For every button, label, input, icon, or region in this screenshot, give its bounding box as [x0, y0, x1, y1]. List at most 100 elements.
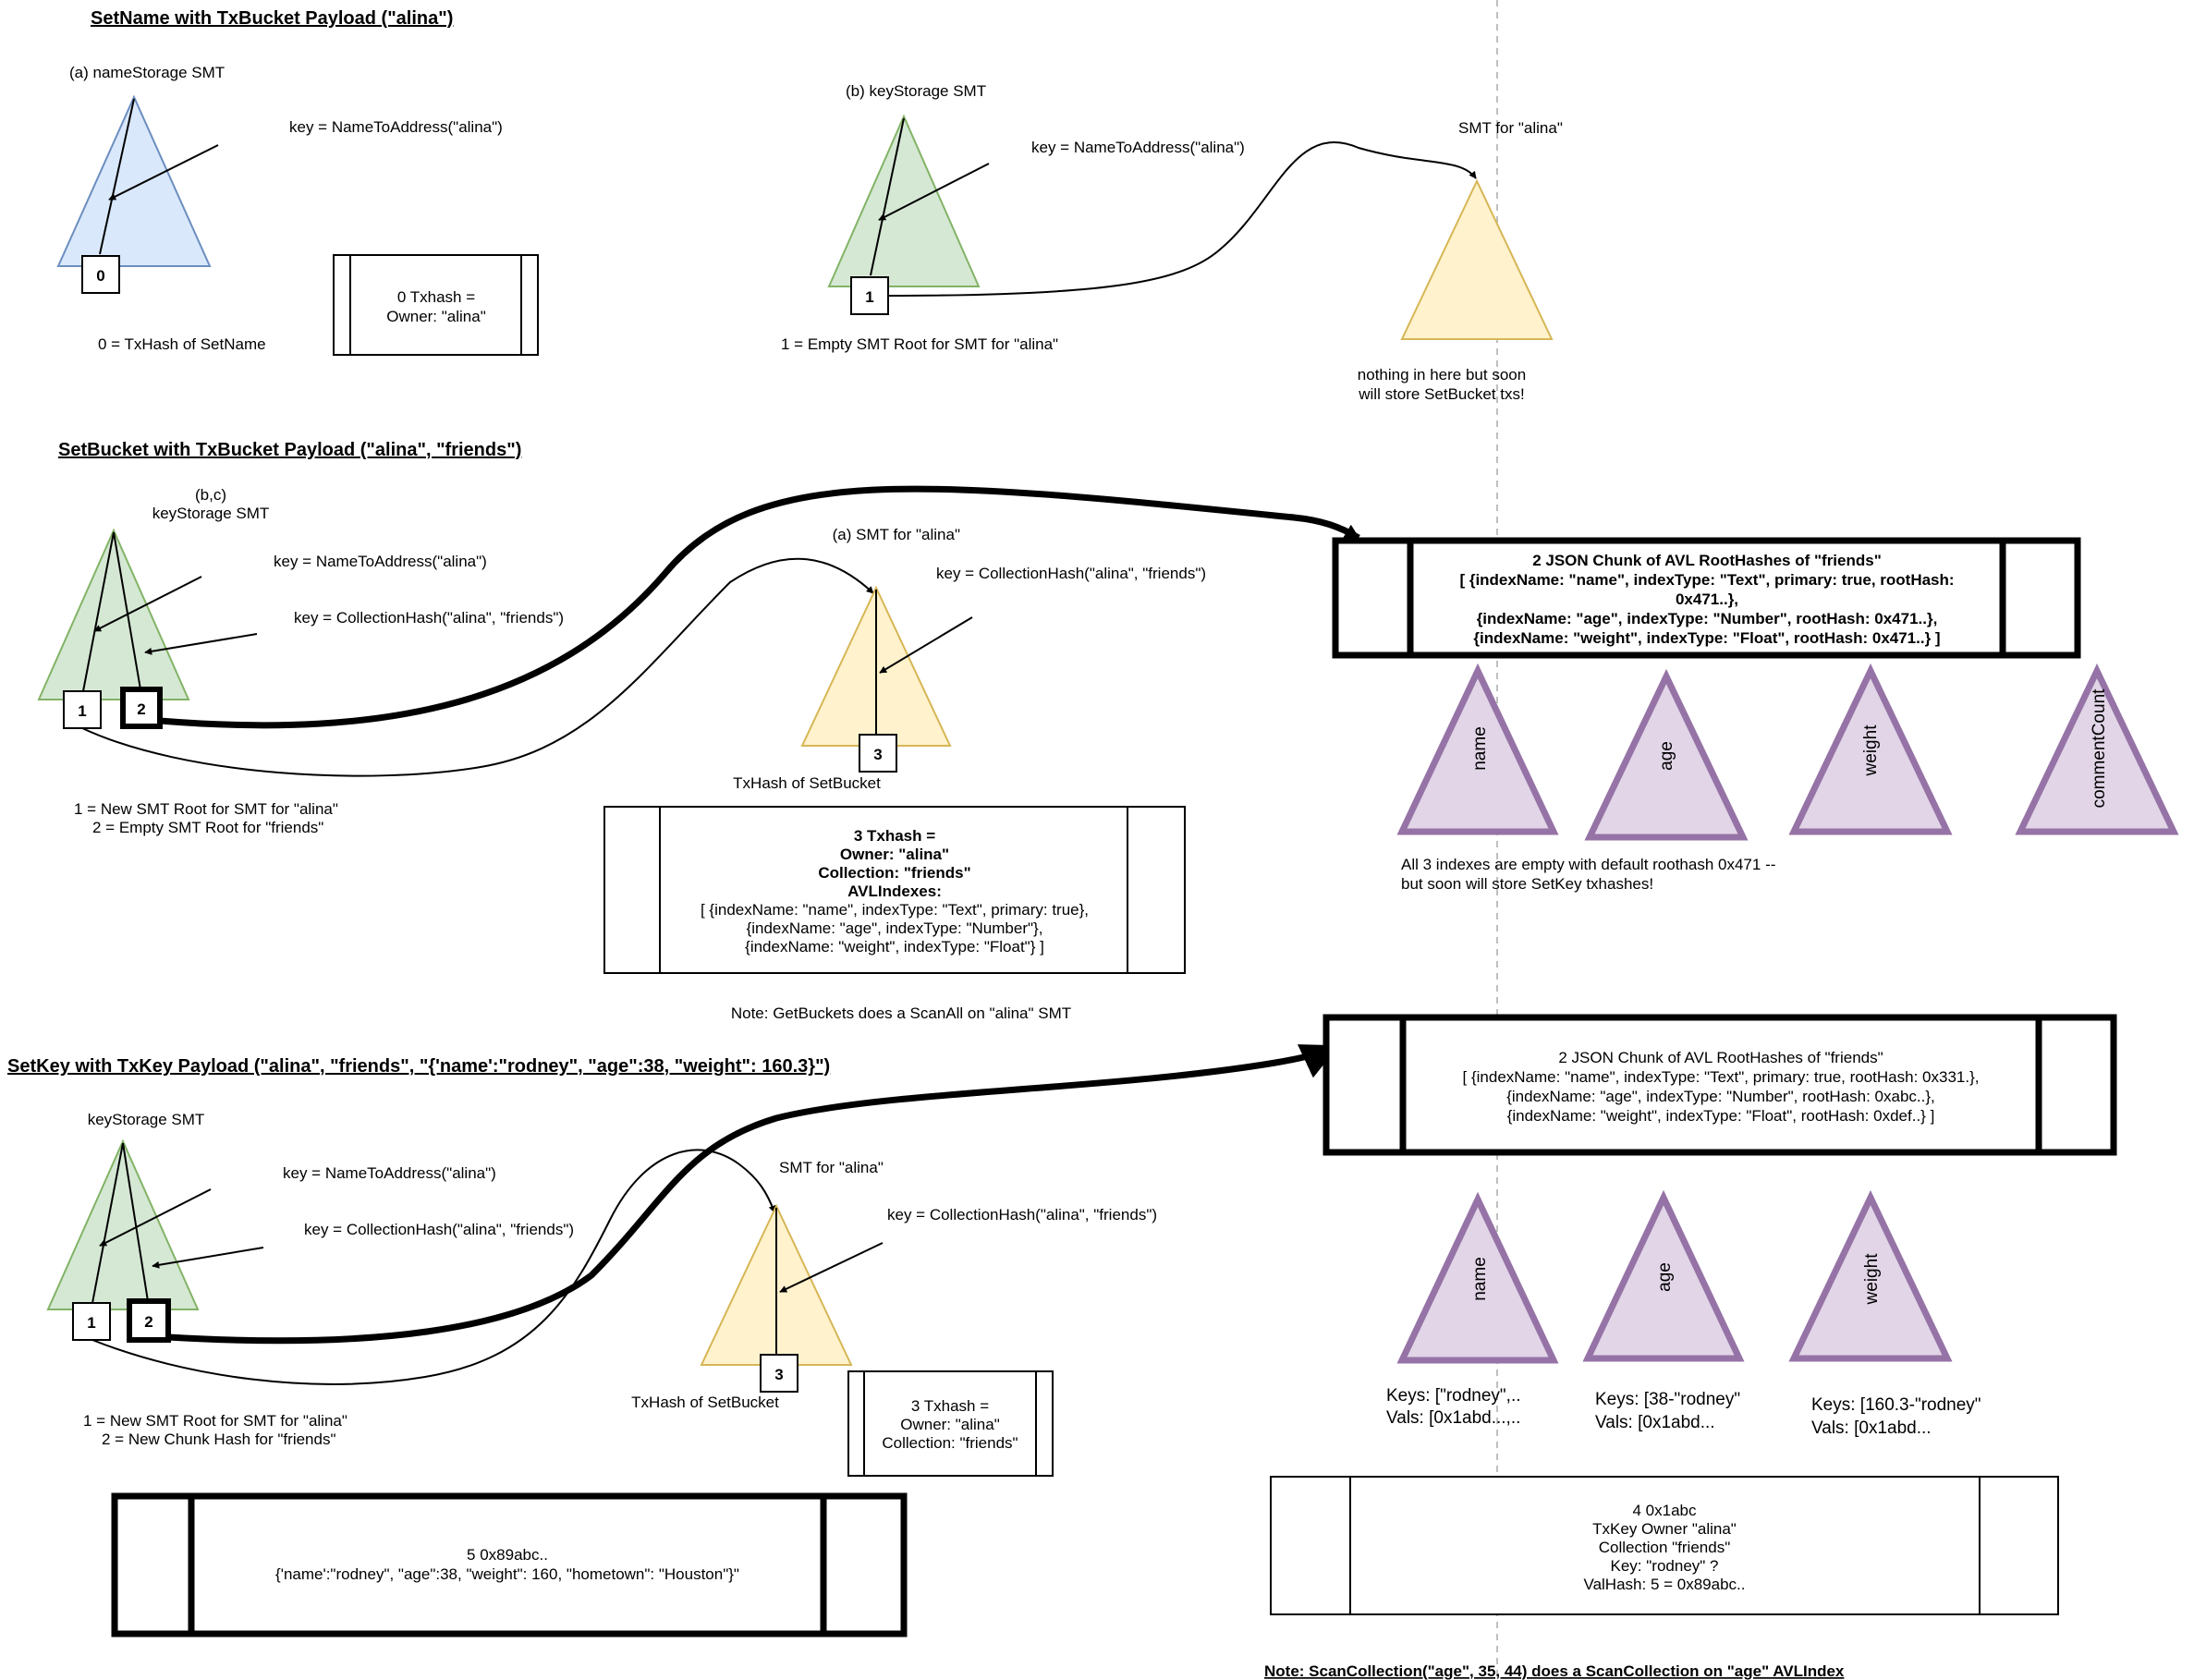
txhash-setbucket-label: TxHash of SetBucket [631, 1394, 779, 1411]
bc-label: (b,c) [195, 486, 226, 504]
tree-path-line [113, 531, 141, 690]
getbuckets-note: Note: GetBuckets does a ScanAll on "alin… [731, 1004, 1071, 1022]
tx-box-line: 3 Txhash = [854, 827, 935, 845]
empty-indexes-note: but soon will store SetKey txhashes! [1401, 875, 1653, 893]
txkey-line: ValHash: 5 = 0x89abc.. [1584, 1576, 1746, 1593]
node-note: 1 = New SMT Root for SMT for "alina" [83, 1412, 347, 1430]
heading-setname: SetName with TxBucket Payload ("alina") [91, 8, 453, 29]
txkey-line: 4 0x1abc [1633, 1502, 1697, 1519]
node-1 [850, 276, 889, 315]
name-storage-triangle [56, 94, 212, 267]
node-3-label: 3 [873, 746, 882, 763]
key-name-label: key = NameToAddress("alina") [283, 1164, 496, 1182]
node-2-label: 2 [144, 1313, 152, 1331]
nothing-note: nothing in here but soon [1358, 366, 1526, 383]
key-storage-label: keyStorage SMT [88, 1111, 205, 1128]
key-storage-triangle [46, 1138, 200, 1310]
tree-path-line [122, 1142, 149, 1302]
node-1 [72, 1302, 111, 1341]
alina-smt-triangle [1400, 178, 1554, 340]
key-collection-label: key = CollectionHash("alina", "friends") [887, 1206, 1157, 1223]
key-storage-triangle [827, 114, 981, 287]
heading-setbucket: SetBucket with TxBucket Payload ("alina"… [58, 440, 521, 460]
tree-path-line [82, 531, 115, 692]
avl-index-label: age [1655, 1262, 1675, 1292]
key-collection-label: key = CollectionHash("alina", "friends") [304, 1221, 574, 1238]
chunk-line: {indexName: "age", indexType: "Number", … [1506, 1088, 1935, 1105]
vals-name-label: Vals: [0x1abd...,.. [1386, 1408, 1520, 1428]
key-name-label: key = NameToAddress("alina") [1031, 139, 1245, 156]
curve-arrow-to-alina-smt [887, 141, 1477, 297]
avl-index-triangle-name [1396, 1191, 1559, 1364]
tx-box-line: Owner: "alina" [386, 308, 486, 325]
node-note: 1 = New SMT Root for SMT for "alina" [74, 800, 338, 818]
chunk-line: 2 JSON Chunk of AVL RootHashes of "frien… [1532, 552, 1882, 569]
key-storage-label: (b) keyStorage SMT [846, 82, 986, 100]
node-note: 2 = Empty SMT Root for "friends" [92, 819, 323, 836]
tx-box-line: 3 Txhash = [911, 1397, 989, 1415]
tx-box-line: Owner: "alina" [840, 846, 949, 863]
avl-index-label: name [1470, 1257, 1490, 1301]
tx-box-line: Collection: "friends" [882, 1434, 1018, 1452]
key-name-label: key = NameToAddress("alina") [289, 118, 503, 136]
key-arrow [878, 163, 990, 221]
heading-setkey: SetKey with TxKey Payload ("alina", "fri… [7, 1056, 830, 1077]
node-2-label: 2 [137, 700, 145, 718]
empty-root-note: 1 = Empty SMT Root for SMT for "alina" [781, 335, 1058, 353]
avl-index-triangle-weight [1788, 663, 1953, 835]
node-1-label: 1 [78, 702, 86, 720]
avl-index-triangle-age [1584, 668, 1749, 841]
scan-collection-note: Note: ScanCollection("age", 35, 44) does… [1264, 1662, 1845, 1680]
tx-box-setname [333, 254, 539, 356]
tree-path-line [99, 98, 135, 255]
nothing-note: will store SetBucket txs! [1358, 385, 1525, 403]
chunk-line: 0x471..}, [1676, 590, 1738, 608]
node-1-label: 1 [865, 288, 873, 306]
smt-alina-label: (a) SMT for "alina" [833, 526, 960, 543]
thick-arrow-to-chunk [167, 1043, 1339, 1345]
keys-name-label: Keys: ["rodney",.. [1386, 1386, 1521, 1406]
node-2 [120, 687, 163, 729]
txhash-setname-note: 0 = TxHash of SetName [98, 335, 266, 353]
avl-index-label: weight [1862, 1253, 1882, 1306]
avl-index-label: commentCount [2090, 688, 2109, 809]
avl-index-triangle-name [1396, 663, 1559, 835]
chunk-line: {indexName: "weight", indexType: "Float"… [1507, 1107, 1935, 1125]
tree-path-line [91, 1142, 124, 1304]
chunk-line: [ {indexName: "name", indexType: "Text",… [1463, 1068, 1980, 1086]
key-name-label: key = NameToAddress("alina") [274, 553, 487, 570]
key-arrow [144, 633, 258, 655]
data-chunk-box [111, 1492, 908, 1637]
node-0-label: 0 [96, 267, 104, 285]
tx-box-line: [ {indexName: "name", indexType: "Text",… [701, 901, 1089, 919]
avl-index-triangle-commentcount [2015, 663, 2179, 835]
tx-box-line: Collection: "friends" [818, 864, 970, 882]
key-collection-label: key = CollectionHash("alina", "friends") [936, 565, 1206, 582]
txhash-setbucket-label: TxHash of SetBucket [733, 774, 881, 792]
txkey-line: Key: "rodney" ? [1611, 1557, 1719, 1575]
avl-index-triangle-weight [1788, 1189, 1953, 1362]
data-chunk-line: 5 0x89abc.. [467, 1546, 548, 1564]
tx-box-line: Owner: "alina" [900, 1416, 1000, 1433]
empty-indexes-note: All 3 indexes are empty with default roo… [1401, 856, 1775, 873]
txkey-line: TxKey Owner "alina" [1592, 1520, 1737, 1538]
node-note: 2 = New Chunk Hash for "friends" [102, 1430, 336, 1448]
txkey-line: Collection "friends" [1599, 1539, 1730, 1556]
node-2 [127, 1298, 171, 1343]
node-1-label: 1 [87, 1314, 95, 1332]
key-collection-label: key = CollectionHash("alina", "friends") [294, 609, 564, 627]
key-arrow [108, 144, 219, 201]
key-arrow [879, 616, 973, 674]
tx-box-line: 0 Txhash = [397, 288, 475, 306]
tx-box-line: {indexName: "age", indexType: "Number"}, [747, 919, 1043, 937]
chunk-box-setkey [1322, 1014, 2117, 1156]
chunk-line: {indexName: "age", indexType: "Number", … [1477, 610, 1938, 627]
curve-arrow-to-alina-smt [81, 557, 874, 777]
key-arrow [152, 1247, 264, 1269]
txkey-box [1270, 1476, 2059, 1615]
smt-alina-label: SMT for "alina" [1458, 119, 1563, 137]
data-chunk-line: {'name':"rodney", "age":38, "weight": 16… [275, 1565, 739, 1583]
keys-age-label: Keys: [38-"rodney" [1595, 1390, 1740, 1409]
smt-alina-label: SMT for "alina" [779, 1159, 884, 1176]
